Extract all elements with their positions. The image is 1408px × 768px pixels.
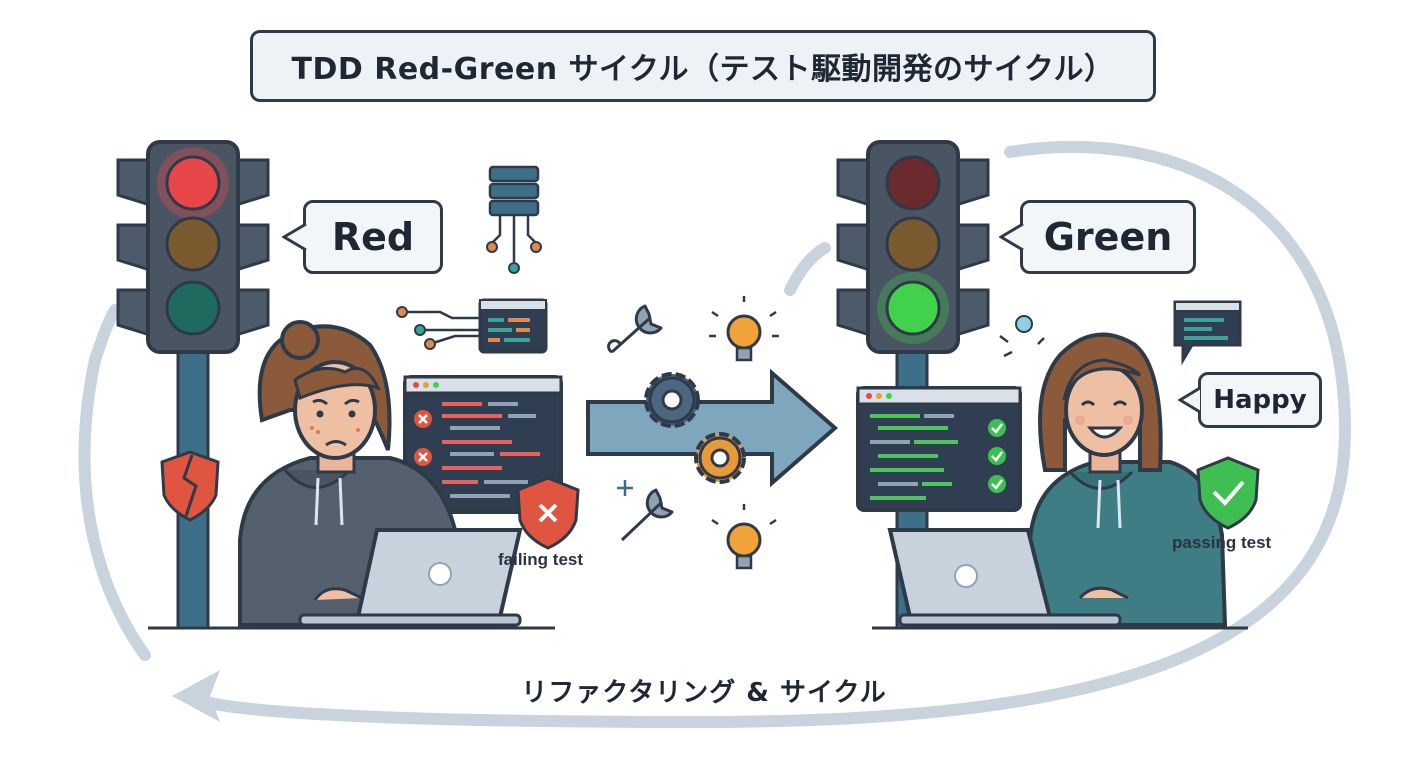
passing-code-monitor bbox=[856, 386, 1022, 512]
green-state-label: Green bbox=[1043, 215, 1173, 259]
cycle-arrow bbox=[78, 140, 1352, 729]
laptop-icon bbox=[298, 528, 523, 627]
red-state-label: Red bbox=[331, 215, 415, 259]
chat-code-icon bbox=[1173, 300, 1242, 366]
green-state-bubble: Green bbox=[1020, 200, 1196, 274]
developer-happy bbox=[1028, 332, 1228, 627]
traffic-light-green-icon bbox=[836, 140, 990, 630]
check-icon bbox=[988, 419, 1006, 493]
code-window-icon bbox=[396, 298, 548, 354]
bubble-tail-icon bbox=[999, 222, 1024, 252]
page-title: TDD Red-Green サイクル（テスト駆動開発のサイクル） bbox=[250, 30, 1156, 102]
red-state-bubble: Red bbox=[303, 200, 443, 274]
cycle-label: リファクタリング & サイクル bbox=[521, 678, 887, 708]
traffic-light-red-icon bbox=[116, 140, 270, 630]
wrench-icon bbox=[607, 304, 674, 542]
happy-bubble: Happy bbox=[1198, 372, 1322, 428]
gear-icon bbox=[644, 372, 746, 484]
failing-test-caption: failing test bbox=[498, 550, 584, 569]
lightbulb-icon bbox=[617, 296, 779, 570]
passing-test-caption: passing test bbox=[1172, 533, 1272, 552]
laptop-icon bbox=[887, 528, 1122, 627]
arrow-right-icon bbox=[586, 368, 839, 488]
bubble-tail-icon bbox=[282, 222, 307, 252]
cycle-arrowhead-icon bbox=[172, 670, 220, 722]
happy-label: Happy bbox=[1213, 385, 1307, 415]
server-icon bbox=[486, 165, 542, 274]
broken-shield-icon bbox=[160, 450, 220, 522]
fail-shield-icon bbox=[516, 476, 580, 550]
lightbulb-icon bbox=[999, 315, 1045, 358]
bubble-tail-icon bbox=[1178, 386, 1201, 414]
success-shield-icon bbox=[1196, 456, 1260, 530]
